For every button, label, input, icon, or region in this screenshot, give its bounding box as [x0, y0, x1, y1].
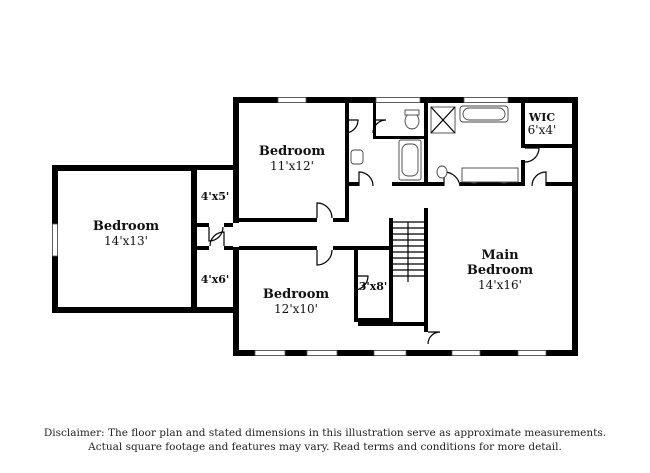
main-bedroom-label-line1: Main	[481, 248, 519, 263]
windows	[52, 97, 547, 356]
bedroom-top-dims: 11'x12'	[270, 159, 314, 173]
closet-3x8-dims: 3'x8'	[359, 280, 388, 293]
interior-walls	[197, 103, 572, 332]
closet-4x6-dims: 4'x6'	[201, 273, 230, 286]
main-bedroom-label-line2: Bedroom	[467, 263, 534, 278]
disclaimer-line-1: Disclaimer: The floor plan and stated di…	[43, 427, 607, 439]
stairs	[393, 221, 424, 282]
bedroom-bottom-dims: 12'x10'	[274, 302, 318, 316]
bath-fixtures	[350, 105, 519, 184]
wic-label: WIC	[528, 111, 555, 124]
disclaimer: Disclaimer: The floor plan and stated di…	[0, 426, 650, 454]
bedroom-left-label: Bedroom	[93, 219, 160, 234]
bedroom-left-dims: 14'x13'	[104, 234, 148, 248]
bedroom-top-label: Bedroom	[259, 144, 326, 159]
closet-4x5-dims: 4'x5'	[201, 190, 230, 203]
bedroom-bottom-label: Bedroom	[263, 287, 330, 302]
disclaimer-line-2: Actual square footage and features may v…	[88, 441, 562, 453]
wic-dims: 6'x4'	[528, 123, 557, 137]
main-bedroom-dims: 14'x16'	[478, 278, 522, 292]
